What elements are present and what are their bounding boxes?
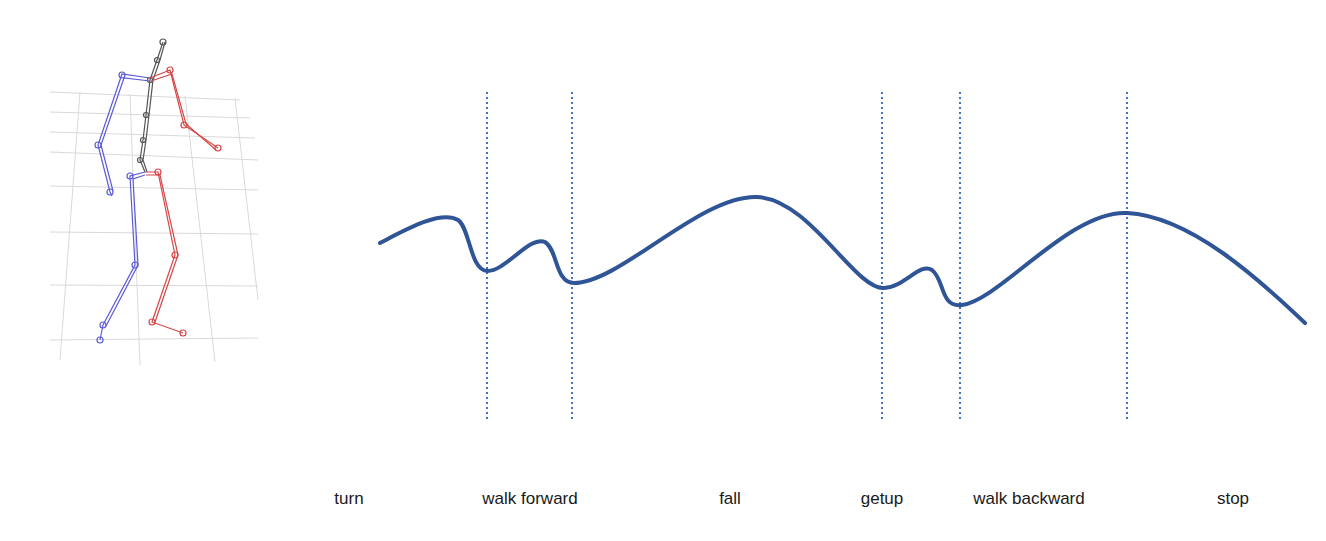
- phase-label: walk forward: [482, 489, 577, 509]
- skeleton-right-limbs: [145, 67, 221, 336]
- skeleton-left-limbs: [95, 72, 150, 343]
- floor-grid: [50, 92, 258, 365]
- skeleton-spine: [138, 39, 167, 172]
- motion-curve: [380, 197, 1305, 323]
- phase-label: stop: [1217, 489, 1249, 509]
- skeleton-figure: [95, 39, 221, 343]
- phase-label: getup: [861, 489, 904, 509]
- phase-label: turn: [334, 489, 363, 509]
- phase-label: walk backward: [973, 489, 1085, 509]
- phase-label: fall: [719, 489, 741, 509]
- segment-boundaries: [487, 92, 1127, 422]
